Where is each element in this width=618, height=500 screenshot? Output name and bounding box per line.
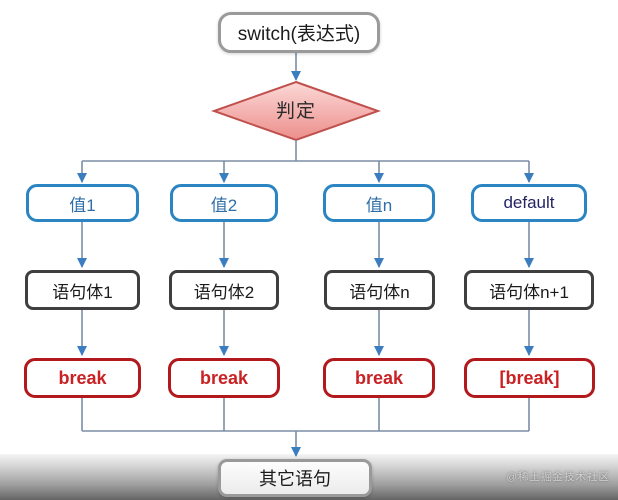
body-node-2: 语句体2 bbox=[169, 270, 279, 310]
body-node-3: 语句体n bbox=[324, 270, 435, 310]
watermark: @稀土掘金技术社区 bbox=[506, 471, 610, 483]
break-node-2: break bbox=[168, 358, 280, 398]
break-node-1: break bbox=[24, 358, 141, 398]
decision-label: 判定 bbox=[275, 101, 316, 122]
break-node-4: [break] bbox=[464, 358, 595, 398]
break-node-3: break bbox=[323, 358, 435, 398]
case-node-1: 值1 bbox=[26, 184, 139, 222]
end-node: 其它语句 bbox=[218, 459, 372, 497]
body-node-1: 语句体1 bbox=[25, 270, 140, 310]
case-node-default: default bbox=[471, 184, 587, 222]
case-node-3: 值n bbox=[323, 184, 435, 222]
case-node-2: 值2 bbox=[170, 184, 278, 222]
switch-node: switch(表达式) bbox=[218, 12, 380, 53]
body-node-4: 语句体n+1 bbox=[464, 270, 594, 310]
